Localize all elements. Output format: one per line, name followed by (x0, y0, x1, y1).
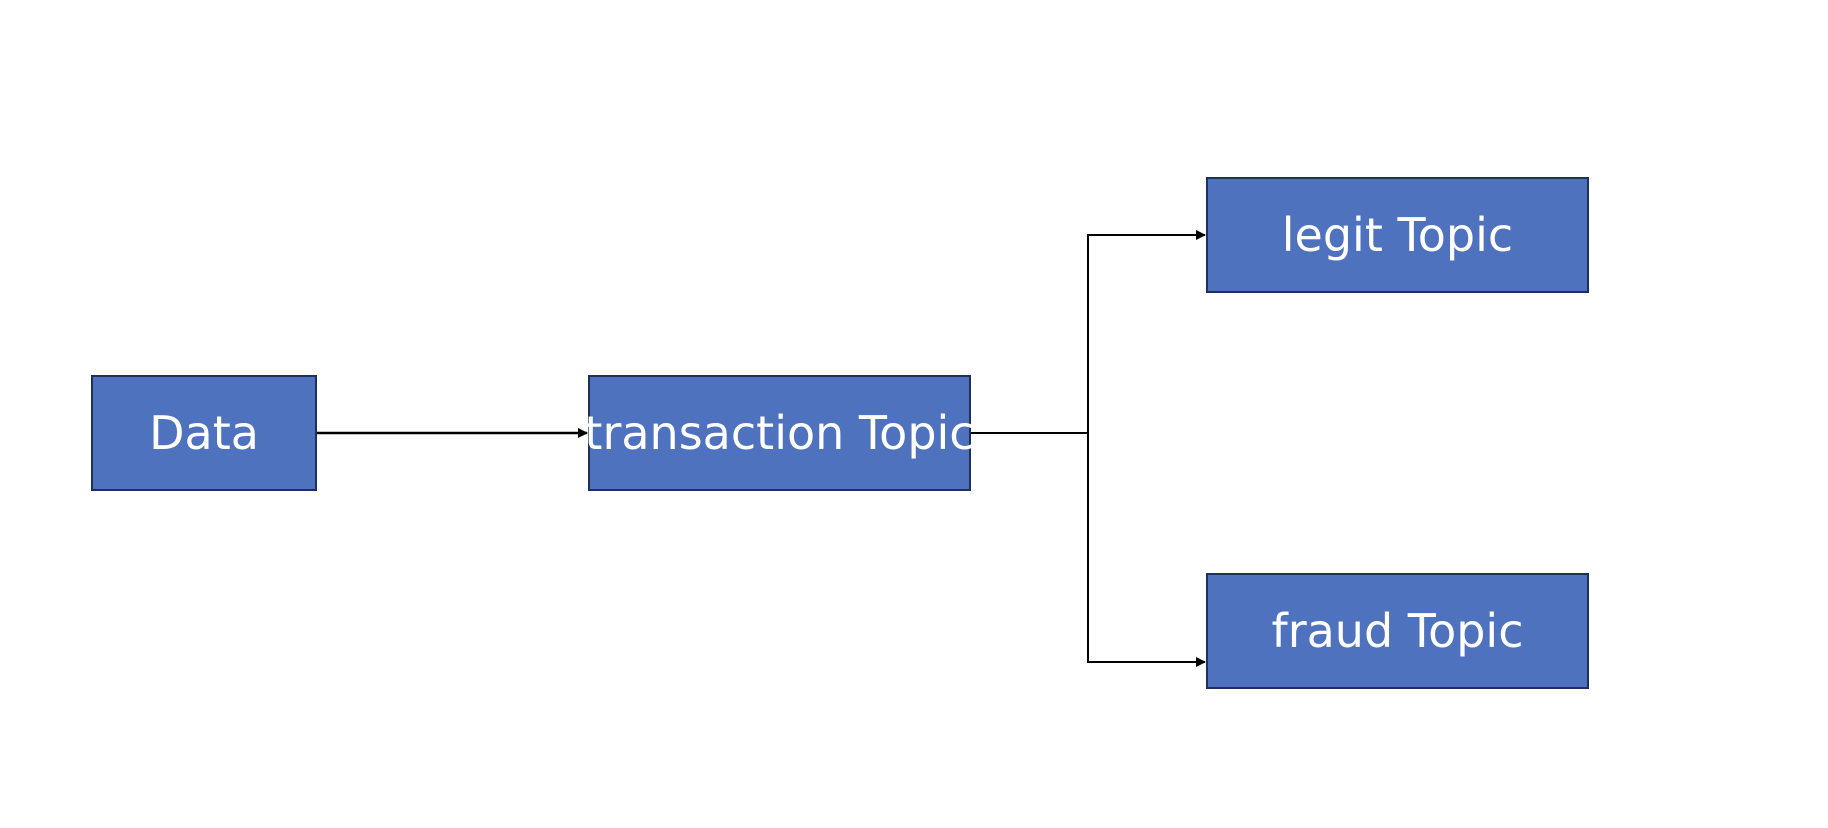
node-transaction-topic-label: transaction Topic (584, 406, 975, 460)
node-fraud-topic: fraud Topic (1206, 573, 1589, 689)
node-legit-topic: legit Topic (1206, 177, 1589, 293)
node-transaction-topic: transaction Topic (584, 375, 975, 491)
node-data-label: Data (149, 406, 259, 460)
node-legit-topic-label: legit Topic (1281, 208, 1514, 262)
node-data: Data (91, 375, 317, 491)
edge-transaction-to-fraud (1087, 433, 1206, 667)
edge-transaction-to-legit (971, 230, 1206, 434)
node-fraud-topic-label: fraud Topic (1271, 604, 1524, 658)
